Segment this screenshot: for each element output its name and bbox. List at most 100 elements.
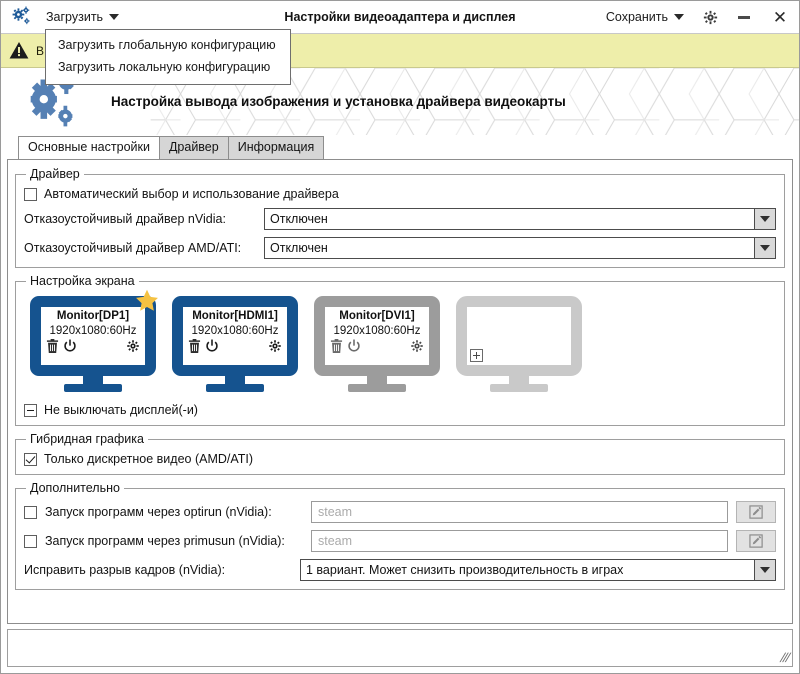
monitor-actions [188,339,282,353]
monitor-name: Monitor[DP1] [56,310,130,322]
chevron-down-icon [760,567,770,573]
load-menu-button[interactable]: Загрузить [42,8,123,26]
chevron-down-icon [760,216,770,222]
keep-display-on-row[interactable]: Не выключать дисплей(-и) [24,403,776,417]
nvidia-driver-row: Отказоустойчивый драйвер nVidia: Отключе… [24,208,776,230]
resize-grip-icon[interactable]: /// [778,650,792,665]
discrete-only-label: Только дискретное видео (AMD/ATI) [44,452,254,466]
monitor-screen: Monitor[DP1] 1920x1080:60Hz [30,296,156,376]
auto-driver-checkbox[interactable] [24,187,37,201]
screen-group: Настройка экрана Monitor[DP1] 1920x1080:… [15,274,785,426]
minimize-button[interactable] [733,6,755,28]
title-bar: Загрузить Настройки видеоадаптера и дисп… [1,1,799,85]
monitor-screen: Monitor[DVI1] 1920x1080:60Hz [314,296,440,376]
hybrid-graphics-group: Гибридная графика Только дискретное виде… [15,432,785,475]
settings-gear-icon[interactable] [702,9,719,26]
warning-triangle-icon [9,42,29,59]
minimize-icon [738,15,750,19]
monitor-stand-foot [206,384,264,392]
primusrun-label: Запуск программ через primusun (nVidia): [45,534,285,548]
status-bar: /// [7,629,793,667]
tearfree-dropdown-arrow[interactable] [754,560,775,580]
monitor-stand-foot [64,384,122,392]
power-icon[interactable] [347,339,361,353]
warning-text: В [36,43,45,58]
monitor-mode: 1920x1080:60Hz [333,325,421,337]
primusrun-input[interactable]: steam [311,530,728,552]
amd-driver-label: Отказоустойчивый драйвер AMD/ATI: [24,241,242,255]
discrete-only-row[interactable]: Только дискретное видео (AMD/ATI) [24,452,776,466]
monitor-card[interactable]: Monitor[DVI1] 1920x1080:60Hz [314,296,440,394]
optirun-edit-button[interactable] [736,501,776,523]
monitor-card[interactable]: Monitor[HDMI1] 1920x1080:60Hz [172,296,298,394]
chevron-down-icon [674,14,684,20]
app-gears-icon [12,6,30,25]
nvidia-driver-label: Отказоустойчивый драйвер nVidia: [24,212,226,226]
gear-icon[interactable] [126,339,140,353]
load-dropdown-menu: Загрузить глобальную конфигурацию Загруз… [45,29,291,85]
tab-strip: Основные настройки Драйвер Информация [1,136,799,159]
optirun-row: Запуск программ через optirun (nVidia): … [24,501,776,523]
banner-title: Настройка вывода изображения и установка… [111,94,566,109]
edit-pencil-icon [748,504,763,519]
amd-driver-dropdown-arrow[interactable] [754,238,775,258]
optirun-label: Запуск программ через optirun (nVidia): [45,505,272,519]
tab-main-settings[interactable]: Основные настройки [18,136,160,159]
amd-driver-row: Отказоустойчивый драйвер AMD/ATI: Отключ… [24,237,776,259]
gear-icon[interactable] [410,339,424,353]
screen-group-legend: Настройка экрана [30,274,135,288]
optirun-checkbox[interactable] [24,505,37,519]
additional-group: Дополнительно Запуск программ через opti… [15,481,785,590]
nvidia-driver-select[interactable]: Отключен [264,208,776,230]
tab-content-main-settings: Драйвер Автоматический выбор и использов… [7,159,793,624]
auto-driver-row[interactable]: Автоматический выбор и использование дра… [24,187,776,201]
close-icon: ✕ [772,7,788,27]
load-menu-label: Загрузить [46,10,104,24]
nvidia-driver-dropdown-arrow[interactable] [754,209,775,229]
driver-group-legend: Драйвер [30,167,80,181]
close-button[interactable]: ✕ [769,6,791,28]
tearfree-select[interactable]: 1 вариант. Может снизить производительно… [300,559,776,581]
power-icon[interactable] [205,339,219,353]
trash-icon[interactable] [188,339,201,353]
trash-icon[interactable] [330,339,343,353]
tab-information[interactable]: Информация [227,136,325,159]
monitor-screen: Monitor[HDMI1] 1920x1080:60Hz [172,296,298,376]
add-monitor-screen [456,296,582,376]
monitor-stand-neck [83,376,103,384]
primusrun-edit-button[interactable] [736,530,776,552]
amd-driver-select[interactable]: Отключен [264,237,776,259]
monitor-stand-foot [490,384,548,392]
tearfree-row: Исправить разрыв кадров (nVidia): 1 вари… [24,559,776,581]
tab-driver[interactable]: Драйвер [158,136,229,159]
optirun-input[interactable]: steam [311,501,728,523]
trash-icon[interactable] [46,339,59,353]
monitor-mode: 1920x1080:60Hz [49,325,137,337]
menu-item-local-config[interactable]: Загрузить локальную конфигурацию [58,60,271,74]
keep-display-on-label: Не выключать дисплей(-и) [44,403,198,417]
edit-pencil-icon [748,533,763,548]
monitor-name: Monitor[DVI1] [339,310,415,322]
discrete-only-checkbox[interactable] [24,452,37,466]
auto-driver-label: Автоматический выбор и использование дра… [44,187,339,201]
gear-icon[interactable] [268,339,282,353]
monitor-stand-foot [348,384,406,392]
menu-item-global-config[interactable]: Загрузить глобальную конфигурацию [58,38,276,52]
driver-group: Драйвер Автоматический выбор и использов… [15,167,785,268]
save-menu-label: Сохранить [605,10,668,24]
add-monitor-card[interactable] [456,296,582,394]
monitor-card[interactable]: Monitor[DP1] 1920x1080:60Hz [30,289,158,394]
power-icon[interactable] [63,339,77,353]
plus-icon[interactable] [470,349,483,362]
monitor-stand-neck [509,376,529,384]
additional-group-legend: Дополнительно [30,481,120,495]
primusrun-checkbox[interactable] [24,534,37,548]
tearfree-value: 1 вариант. Может снизить производительно… [306,563,624,577]
keep-display-on-checkbox[interactable] [24,403,37,417]
monitor-stand-neck [225,376,245,384]
monitor-name: Monitor[HDMI1] [192,310,278,322]
monitor-stand-neck [367,376,387,384]
monitor-mode: 1920x1080:60Hz [191,325,279,337]
save-menu-button[interactable]: Сохранить [602,8,688,26]
